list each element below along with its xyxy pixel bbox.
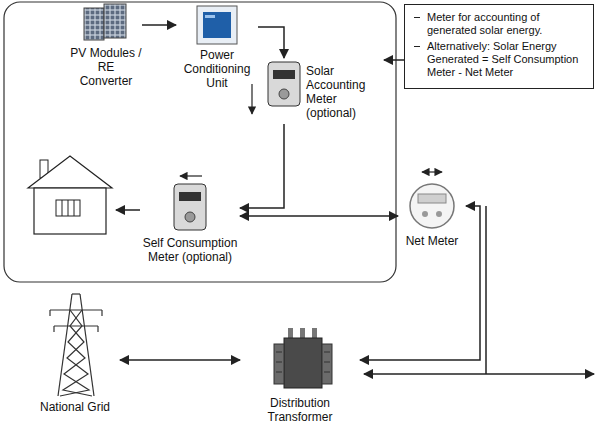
grid-node: National Grid xyxy=(30,290,120,418)
net-meter-icon-part xyxy=(436,211,442,217)
pylon-icon-part xyxy=(101,310,102,316)
house-icon-part xyxy=(62,200,63,216)
node-label: Net Meter xyxy=(398,234,466,248)
pylon-icon-part xyxy=(80,294,94,396)
flow-arrow xyxy=(180,175,202,176)
power-line xyxy=(240,124,284,208)
power-line xyxy=(120,359,240,361)
transformer-icon-part xyxy=(284,338,322,388)
house-icon-part xyxy=(74,200,75,216)
transformer-icon-part xyxy=(274,344,284,384)
power-line xyxy=(142,24,176,26)
pylon-icon-part xyxy=(97,326,98,332)
inverter-icon xyxy=(197,6,237,44)
meter-icon-part xyxy=(279,89,289,99)
pv-module-icon-part xyxy=(104,4,126,38)
meter-icon-part xyxy=(273,70,295,79)
system-enclosure xyxy=(4,2,396,282)
flow-arrow xyxy=(251,84,252,114)
pv-module-icon-part xyxy=(84,8,104,40)
net-meter-icon-part xyxy=(418,194,446,203)
node-label: Distribution Transformer xyxy=(240,396,360,424)
house-icon-part xyxy=(68,200,69,216)
note-text: Meter for accounting of generated solar … xyxy=(427,11,585,37)
transformer-icon-part xyxy=(324,352,330,353)
pylon-icon-part xyxy=(63,310,92,396)
node-label: Self Consumption Meter (optional) xyxy=(140,236,240,264)
node-label: PV Modules / RE Converter xyxy=(70,46,142,88)
component-label: PV Modules / RE Converter xyxy=(70,2,142,92)
inverter-icon-part xyxy=(197,6,237,44)
meter-icon-part xyxy=(179,192,201,201)
node-label: National Grid xyxy=(30,400,120,414)
pylon-icon-part xyxy=(53,326,54,332)
transformer-icon-part xyxy=(324,372,330,373)
house-icon xyxy=(28,156,112,234)
transformer-icon-part xyxy=(276,352,282,353)
inverter-icon-part xyxy=(205,15,215,18)
pylon-icon-part xyxy=(72,293,80,294)
power-line xyxy=(258,27,284,58)
meter-icon-part xyxy=(185,212,195,222)
pylon-icon xyxy=(50,294,102,396)
transformer-icon-part xyxy=(312,328,317,338)
house-icon-part xyxy=(28,156,112,188)
pylon-icon-part xyxy=(58,294,72,396)
transformer-icon-part xyxy=(288,328,293,338)
transformer-icon-part xyxy=(300,328,305,338)
meter-icon-part xyxy=(268,62,300,106)
pylon-icon-part xyxy=(50,309,102,310)
flow-arrow xyxy=(422,171,442,172)
transformer-icon xyxy=(274,328,332,388)
transformer-icon-part xyxy=(324,362,330,363)
note-box: Meter for accounting of generated solar … xyxy=(404,4,594,89)
power-line xyxy=(240,215,398,217)
pv-module-icon xyxy=(84,4,126,40)
feeder-line xyxy=(485,206,487,374)
power-line xyxy=(360,206,480,360)
note-text: Alternatively: Solar Energy Generated = … xyxy=(427,40,585,79)
net-meter-icon-part xyxy=(422,211,428,217)
meter-node: Net Meter xyxy=(398,182,466,252)
node-label: Power Conditioning Unit xyxy=(176,48,258,90)
inverter-icon-part xyxy=(203,12,231,38)
meter-icon xyxy=(174,184,206,230)
meter-node: Solar Accounting Meter (optional) xyxy=(264,58,384,124)
transformer-node: Distribution Transformer xyxy=(240,328,360,428)
transformer-icon-part xyxy=(322,344,332,384)
transformer-icon-part xyxy=(276,362,282,363)
house-icon-part xyxy=(34,188,106,234)
feeder-line xyxy=(364,373,594,375)
meter-icon-part xyxy=(174,184,206,230)
pylon-icon-part xyxy=(54,325,98,326)
node-label: Solar Accounting Meter (optional) xyxy=(306,64,384,120)
net-meter-icon xyxy=(410,184,454,228)
power-line xyxy=(384,59,404,61)
house-icon-part xyxy=(56,200,80,216)
net-meter-icon-part xyxy=(410,184,454,228)
transformer-icon-part xyxy=(276,372,282,373)
supply-line xyxy=(116,209,140,211)
pylon-icon-part xyxy=(49,310,50,316)
component-label: Power Conditioning Unit xyxy=(176,4,258,94)
meter-node: Self Consumption Meter (optional) xyxy=(140,180,240,268)
meter-icon xyxy=(268,62,300,106)
